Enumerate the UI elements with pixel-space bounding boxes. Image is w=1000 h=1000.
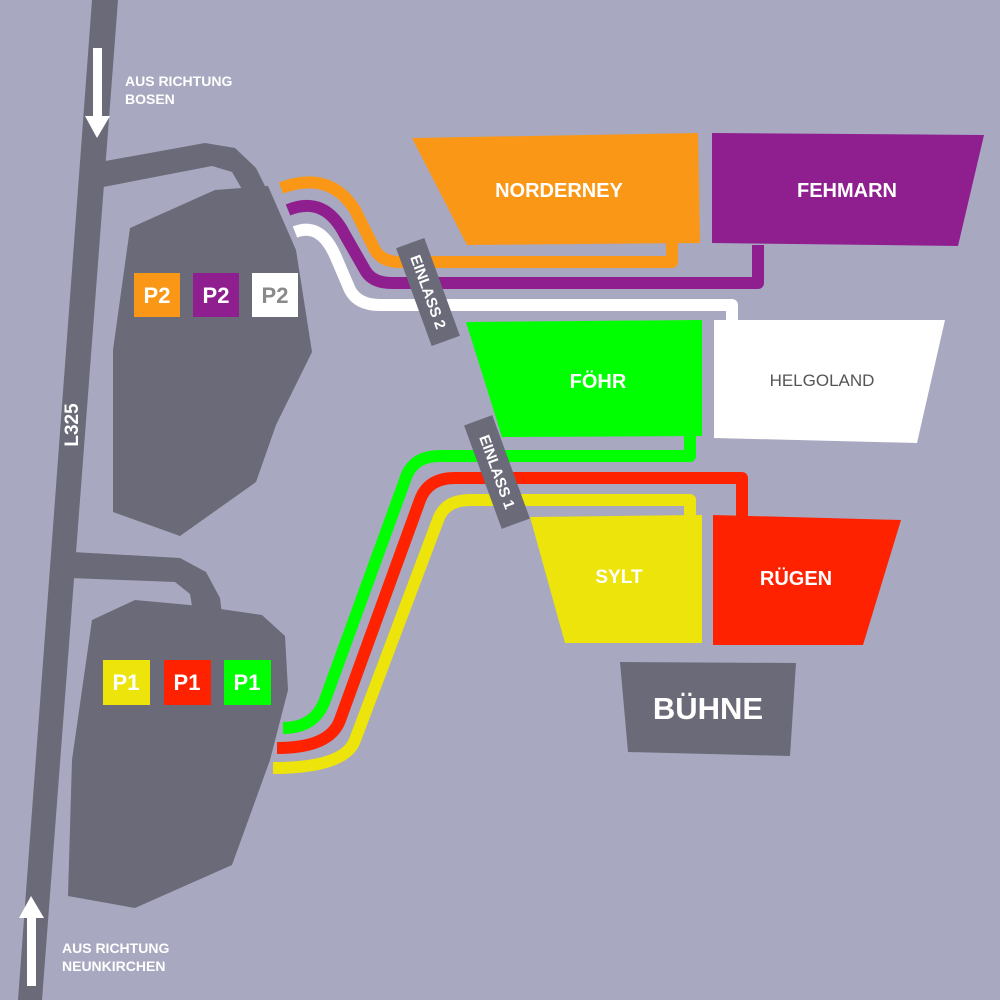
arrow-down-icon: [85, 48, 110, 138]
zone-norderney: [412, 133, 700, 245]
zone-helgoland-label: HELGOLAND: [770, 371, 875, 390]
road-label: L325: [62, 403, 83, 447]
route-purple: [285, 200, 764, 289]
route-red: [276, 472, 748, 754]
north-origin-label-1: AUS RICHTUNG: [125, 73, 232, 89]
parking-badge-label: P2: [144, 283, 171, 308]
route-white: [292, 223, 738, 320]
parking-badge-p2-orange: [134, 273, 180, 317]
zone-norderney-label: NORDERNEY: [495, 180, 623, 202]
south-origin-label-1: AUS RICHTUNG: [62, 940, 169, 956]
parking-badge-p1-red: [164, 660, 211, 705]
zone-helgoland: [714, 320, 945, 443]
parking-badge-label: P2: [262, 283, 289, 308]
parking-badge-label: P1: [174, 670, 201, 695]
parking-badge-label: P1: [113, 670, 140, 695]
zone-sylt: [530, 515, 702, 643]
parking-badge-label: P1: [234, 670, 261, 695]
parking-badge-p1-yellow: [103, 660, 150, 705]
parking-badge-p1-green: [224, 660, 271, 705]
zone-ruegen-label: RÜGEN: [760, 567, 832, 590]
zone-fehmarn: [712, 133, 984, 246]
stage-label: BÜHNE: [653, 691, 763, 726]
route-orange: [278, 176, 678, 268]
access-road-p2: [98, 143, 268, 196]
stage: [620, 662, 796, 756]
zone-fehmarn-label: FEHMARN: [797, 180, 897, 202]
parking-badge-p2-purple: [193, 273, 239, 317]
route-green: [282, 436, 696, 734]
parking-badge-p2-white: [252, 273, 298, 317]
zone-sylt-label: SYLT: [595, 567, 643, 588]
south-origin-label-2: NEUNKIRCHEN: [62, 958, 165, 974]
zone-foehr: [466, 320, 702, 437]
arrow-up-icon: [19, 896, 44, 986]
north-origin-label-2: BOSEN: [125, 91, 175, 107]
zone-ruegen: [713, 515, 901, 645]
parking-badge-label: P2: [203, 283, 230, 308]
zone-foehr-label: FÖHR: [570, 370, 627, 393]
road-l325: [18, 0, 118, 1000]
route-yellow: [272, 494, 696, 774]
access-road-p1: [70, 552, 222, 615]
